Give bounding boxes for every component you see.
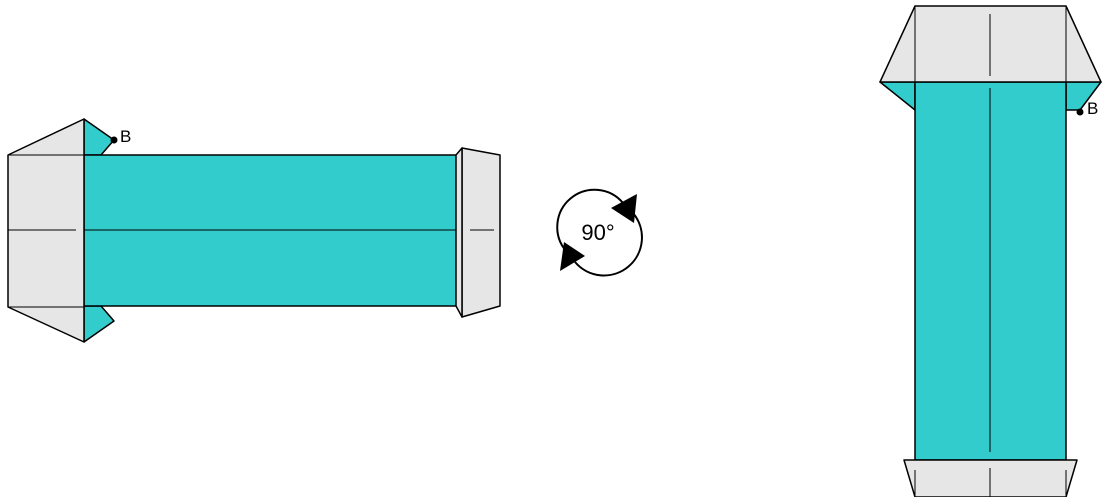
- left-top-flap: [83, 118, 115, 156]
- left-point-b-marker: [110, 136, 118, 144]
- right-left-flap: [879, 81, 916, 111]
- rotate-arrowhead-bottom: [560, 242, 585, 271]
- rotate-arrowhead-top: [611, 194, 637, 223]
- left-bottom-flap: [83, 305, 115, 343]
- right-point-b-label: B: [1087, 99, 1098, 118]
- right-point-b-marker: [1076, 108, 1084, 116]
- rotation-label: 90°: [581, 220, 614, 245]
- right-figure: [879, 5, 1102, 497]
- left-figure: [7, 118, 501, 343]
- left-point-b-label: B: [120, 127, 131, 146]
- right-cap: [461, 147, 501, 318]
- rotate-arrows-icon: [556, 188, 643, 277]
